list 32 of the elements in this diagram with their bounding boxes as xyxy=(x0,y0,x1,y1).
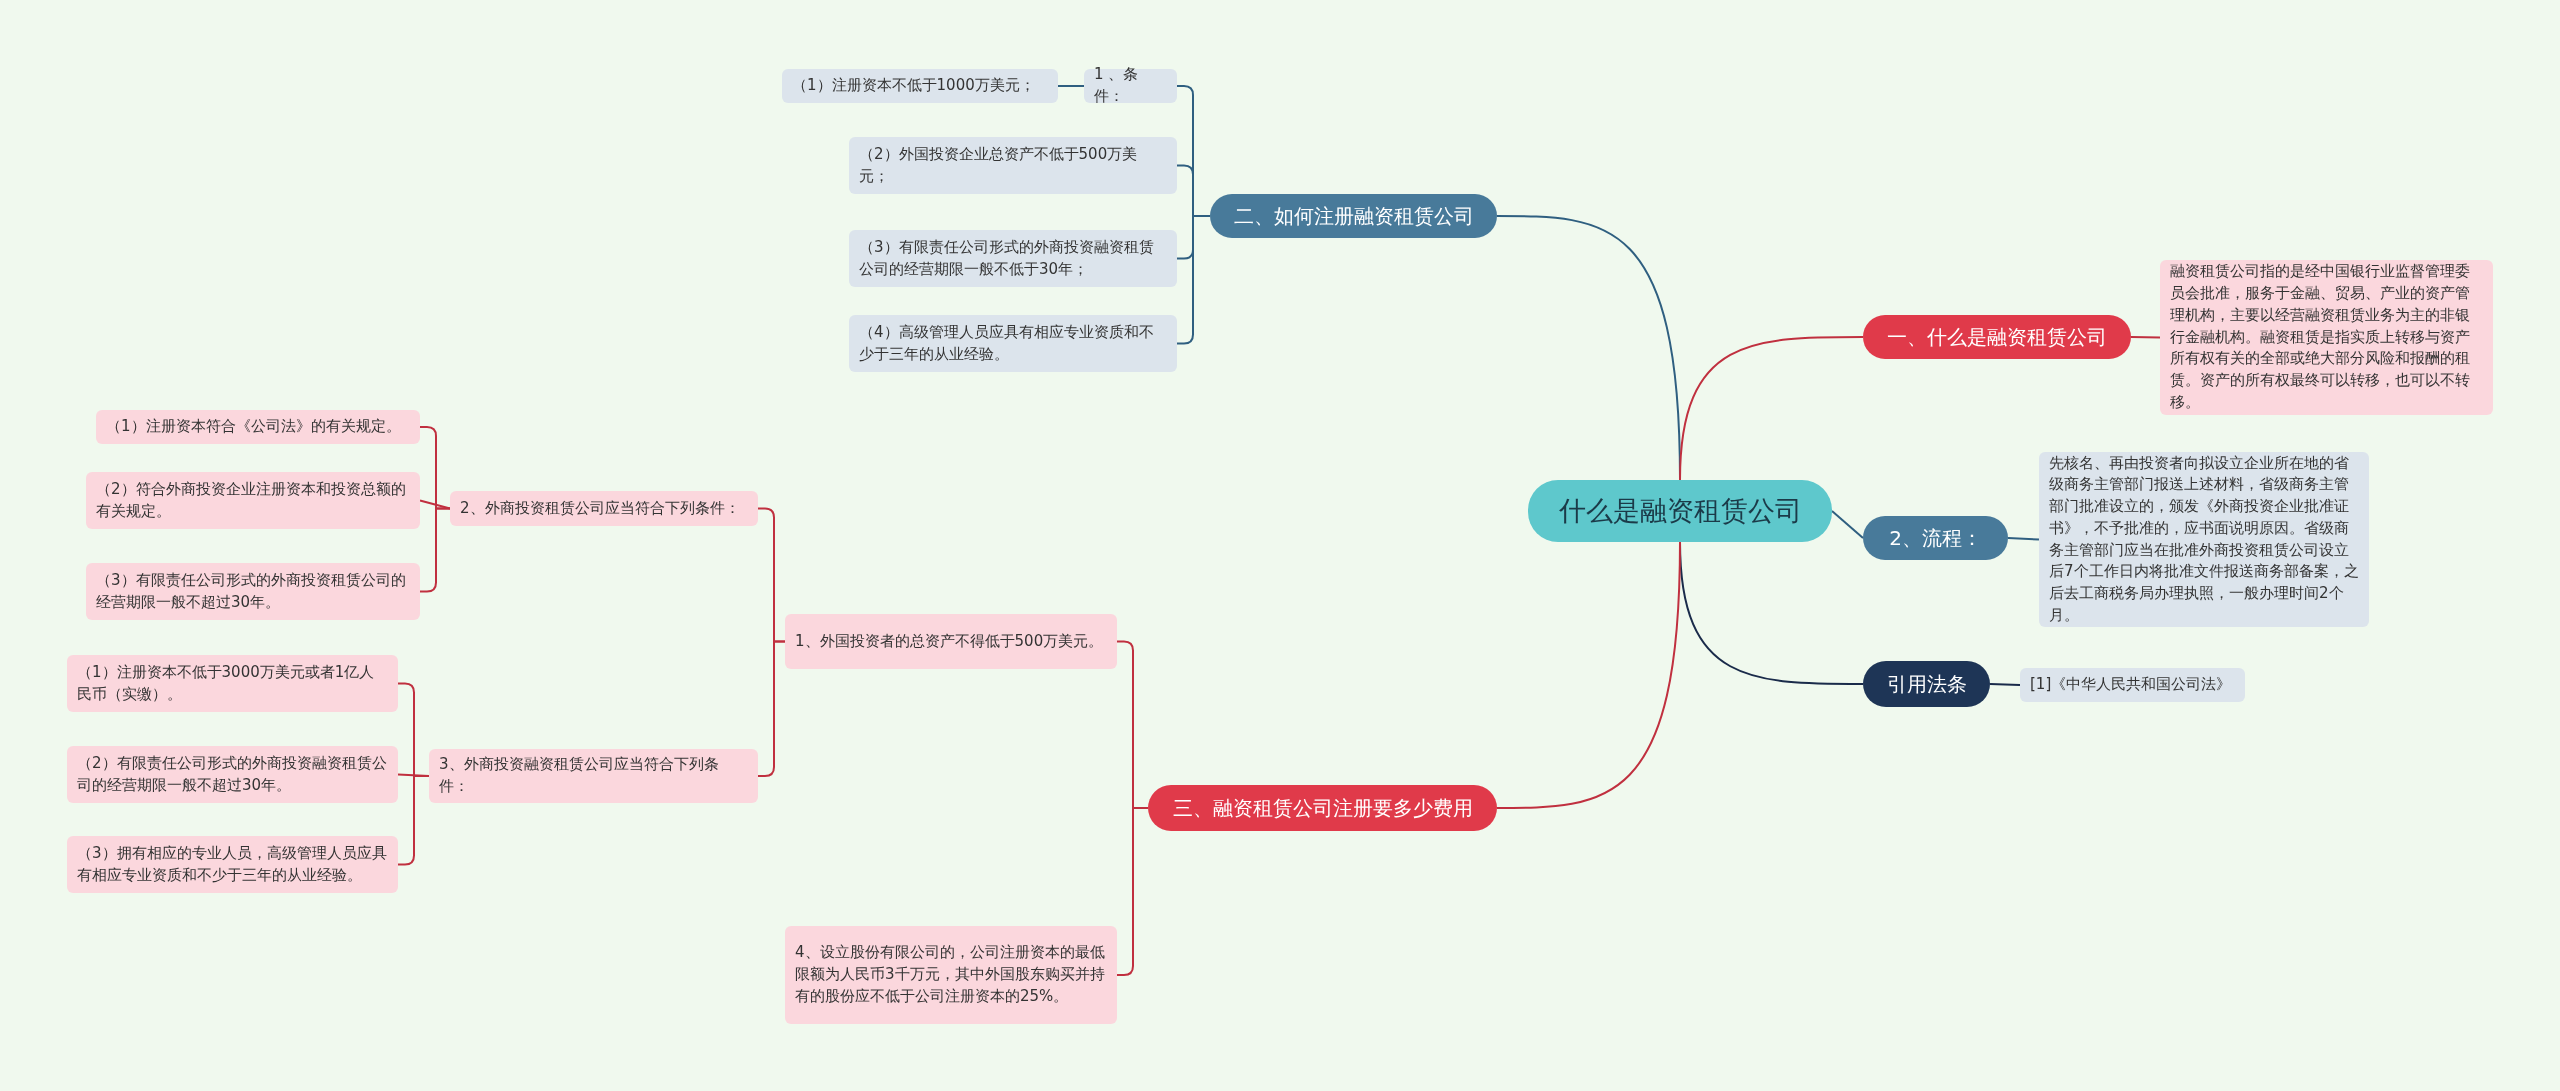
subtopic-box: 1 、条件： xyxy=(1084,69,1177,103)
connector xyxy=(1057,85,1085,87)
subtopic-box: （3）有限责任公司形式的外商投资融资租赁公司的经营期限一般不低于30年； xyxy=(849,230,1177,287)
subtopic-box: 2、外商投资租赁公司应当符合下列条件： xyxy=(450,491,758,526)
subtopic-box: （2）有限责任公司形式的外商投资融资租赁公司的经营期限一般不超过30年。 xyxy=(67,746,398,803)
subtopic-box: （1）注册资本不低于3000万美元或者1亿人民币（实缴）。 xyxy=(67,655,398,712)
branch-topic: 2、流程： xyxy=(1863,516,2008,560)
connector xyxy=(1989,683,2021,686)
connector xyxy=(1679,336,1864,481)
subtopic-box: （3）有限责任公司形式的外商投资租赁公司的经营期限一般不超过30年。 xyxy=(86,563,420,620)
subtopic-box: （2）外国投资企业总资产不低于500万美元； xyxy=(849,137,1177,194)
connector xyxy=(2007,537,2040,541)
subtopic-box: （2）符合外商投资企业注册资本和投资总额的有关规定。 xyxy=(86,472,420,529)
connector xyxy=(419,499,451,510)
branch-topic: 一、什么是融资租赁公司 xyxy=(1863,315,2131,359)
subtopic-box: （1）注册资本符合《公司法》的有关规定。 xyxy=(96,410,420,444)
subtopic-box: 3、外商投资融资租赁公司应当符合下列条件： xyxy=(429,749,758,803)
connector xyxy=(1496,541,1681,809)
connector xyxy=(2130,336,2161,339)
subtopic-box: 4、设立股份有限公司的，公司注册资本的最低限额为人民币3千万元，其中外国股东购买并持有的股份应不低于公司注册资本的25%。 xyxy=(785,926,1117,1024)
connector xyxy=(1831,510,1864,539)
subtopic-box: （1）注册资本不低于1000万美元； xyxy=(782,69,1058,103)
subtopic-box: （4）高级管理人员应具有相应专业资质和不少于三年的从业经验。 xyxy=(849,315,1177,372)
subtopic-box: （3）拥有相应的专业人员，高级管理人员应具有相应专业资质和不少于三年的从业经验。 xyxy=(67,836,398,893)
branch-topic: 三、融资租赁公司注册要多少费用 xyxy=(1148,785,1497,831)
central-topic: 什么是融资租赁公司 xyxy=(1528,480,1832,542)
subtopic-box: [1]《中华人民共和国公司法》 xyxy=(2020,668,2245,702)
branch-topic: 引用法条 xyxy=(1863,661,1990,707)
subtopic-box: 融资租赁公司指的是经中国银行业监督管理委员会批准，服务于金融、贸易、产业的资产管理机构，主要以经营融资租赁业务为主的非银行金融机构。融资租赁是指实质上转移与资产所有权有关的全部或绝大部分风险和报酬的租赁。资产的所有权最终可以转移，也可以不转移。 xyxy=(2160,260,2493,415)
branch-topic: 二、如何注册融资租赁公司 xyxy=(1210,194,1497,238)
subtopic-box: 1、外国投资者的总资产不得低于500万美元。 xyxy=(785,614,1117,669)
subtopic-box: 先核名、再由投资者向拟设立企业所在地的省级商务主管部门报送上述材料，省级商务主管部门批准设立的，颁发《外商投资企业批准证书》，不予批准的，应书面说明原因。省级商务主管部门应当在批准外商投资租赁公司设立后7个工作日内将批准文件报送商务部备案，之后去工商税务局办理执照，一般办理时间2个月。 xyxy=(2039,452,2369,627)
